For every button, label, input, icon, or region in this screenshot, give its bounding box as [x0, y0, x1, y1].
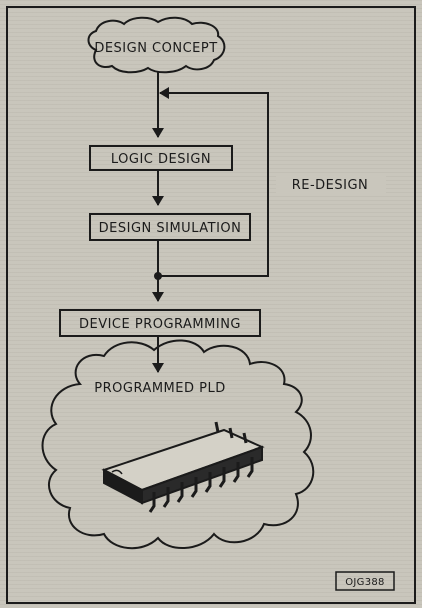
figure-code-box [335, 571, 395, 591]
design-concept-label: DESIGN CONCEPT [94, 41, 217, 56]
redesign-label: RE-DESIGN [292, 178, 369, 193]
figure-code-label: OJG388 [345, 577, 384, 588]
design-simulation-node: DESIGN SIMULATION [89, 213, 251, 241]
design-concept-node: DESIGN CONCEPT [87, 16, 226, 74]
logic-design-box [89, 145, 233, 171]
cloud-shape-bottom [41, 339, 315, 550]
design-simulation-label: DESIGN SIMULATION [99, 221, 242, 236]
cloud-shape-top [87, 16, 226, 74]
programmed-pld-label: PROGRAMMED PLD [94, 381, 225, 396]
ic-chip-icon [101, 421, 265, 513]
device-programming-node: DEVICE PROGRAMMING [59, 309, 261, 337]
device-programming-label: DEVICE PROGRAMMING [79, 317, 241, 332]
logic-design-node: LOGIC DESIGN [89, 145, 233, 171]
figure-frame [6, 6, 416, 604]
device-programming-box [59, 309, 261, 337]
programmed-pld-node: PROGRAMMED PLD [41, 339, 315, 550]
redesign-label-bg [276, 173, 386, 195]
figure-code: OJG388 [335, 571, 395, 591]
logic-design-label: LOGIC DESIGN [111, 152, 211, 167]
redesign-loop-arrow [158, 87, 269, 277]
design-simulation-box [89, 213, 251, 241]
